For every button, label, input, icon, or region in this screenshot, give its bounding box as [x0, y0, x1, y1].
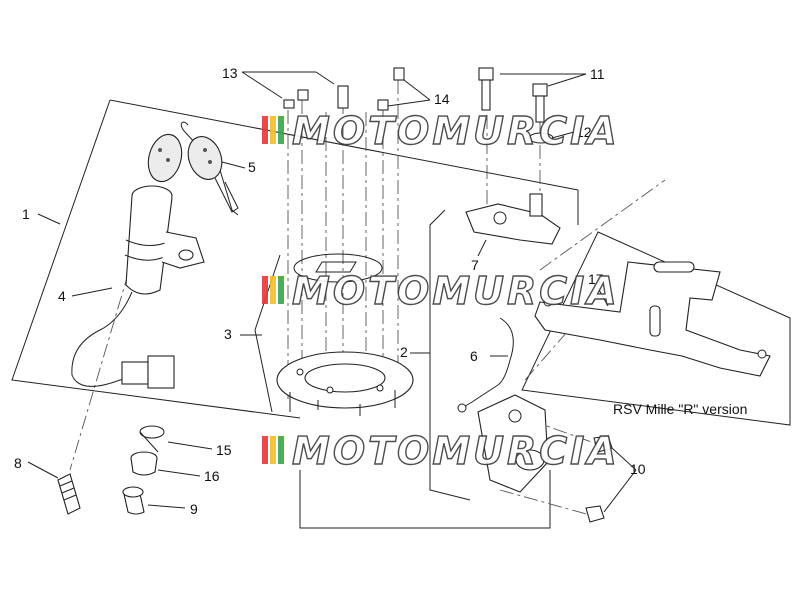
callout-11: 11 [590, 66, 605, 82]
callout-5: 5 [248, 159, 256, 175]
callout-1: 1 [22, 206, 30, 222]
watermark-text: MOTOMURCIA [292, 269, 620, 313]
keys-part [147, 121, 239, 216]
variant-caption: RSV Mille "R" version [613, 401, 747, 417]
callout-9: 9 [190, 501, 198, 517]
group-outline-1 [11, 99, 579, 419]
callout-14: 14 [434, 91, 450, 107]
callout-13: 13 [222, 65, 238, 81]
leader-lines [27, 71, 637, 513]
filler-ring-part [276, 253, 414, 416]
screws-11-part [478, 67, 548, 123]
cable-6-part [457, 317, 514, 413]
callout-16: 16 [204, 468, 220, 484]
watermark-text: MOTOMURCIA [292, 109, 620, 153]
watermark-3: MOTOMURCIA [262, 428, 620, 474]
callout-10: 10 [630, 461, 646, 477]
callout-8: 8 [14, 455, 22, 471]
callout-7: 7 [471, 257, 479, 273]
bolts-10-part [585, 435, 613, 523]
callout-4: 4 [58, 288, 66, 304]
callout-2: 2 [400, 344, 408, 360]
bushing-16-part [130, 451, 158, 476]
bolt-8-part [57, 473, 81, 515]
washer-15-part [139, 425, 165, 453]
ignition-lock-part [71, 185, 205, 389]
watermark-text: MOTOMURCIA [292, 429, 620, 473]
sensor-bracket-part [477, 394, 549, 493]
callout-labels: 1 2 3 4 5 6 7 8 9 10 11 12 13 14 15 16 1… [14, 65, 646, 517]
callout-17: 17 [588, 271, 604, 287]
screw-9-part [122, 486, 145, 515]
watermark-2: MOTOMURCIA [262, 268, 620, 314]
bracket-7-part [465, 193, 561, 245]
watermark-1: MOTOMURCIA [262, 108, 620, 154]
callout-15: 15 [216, 442, 232, 458]
screws-13-14 [283, 67, 405, 111]
callout-12: 12 [576, 124, 592, 140]
callout-6: 6 [470, 348, 478, 364]
callout-3: 3 [224, 326, 232, 342]
group-outline-2 [429, 209, 471, 501]
bracket-17-part [534, 261, 771, 377]
